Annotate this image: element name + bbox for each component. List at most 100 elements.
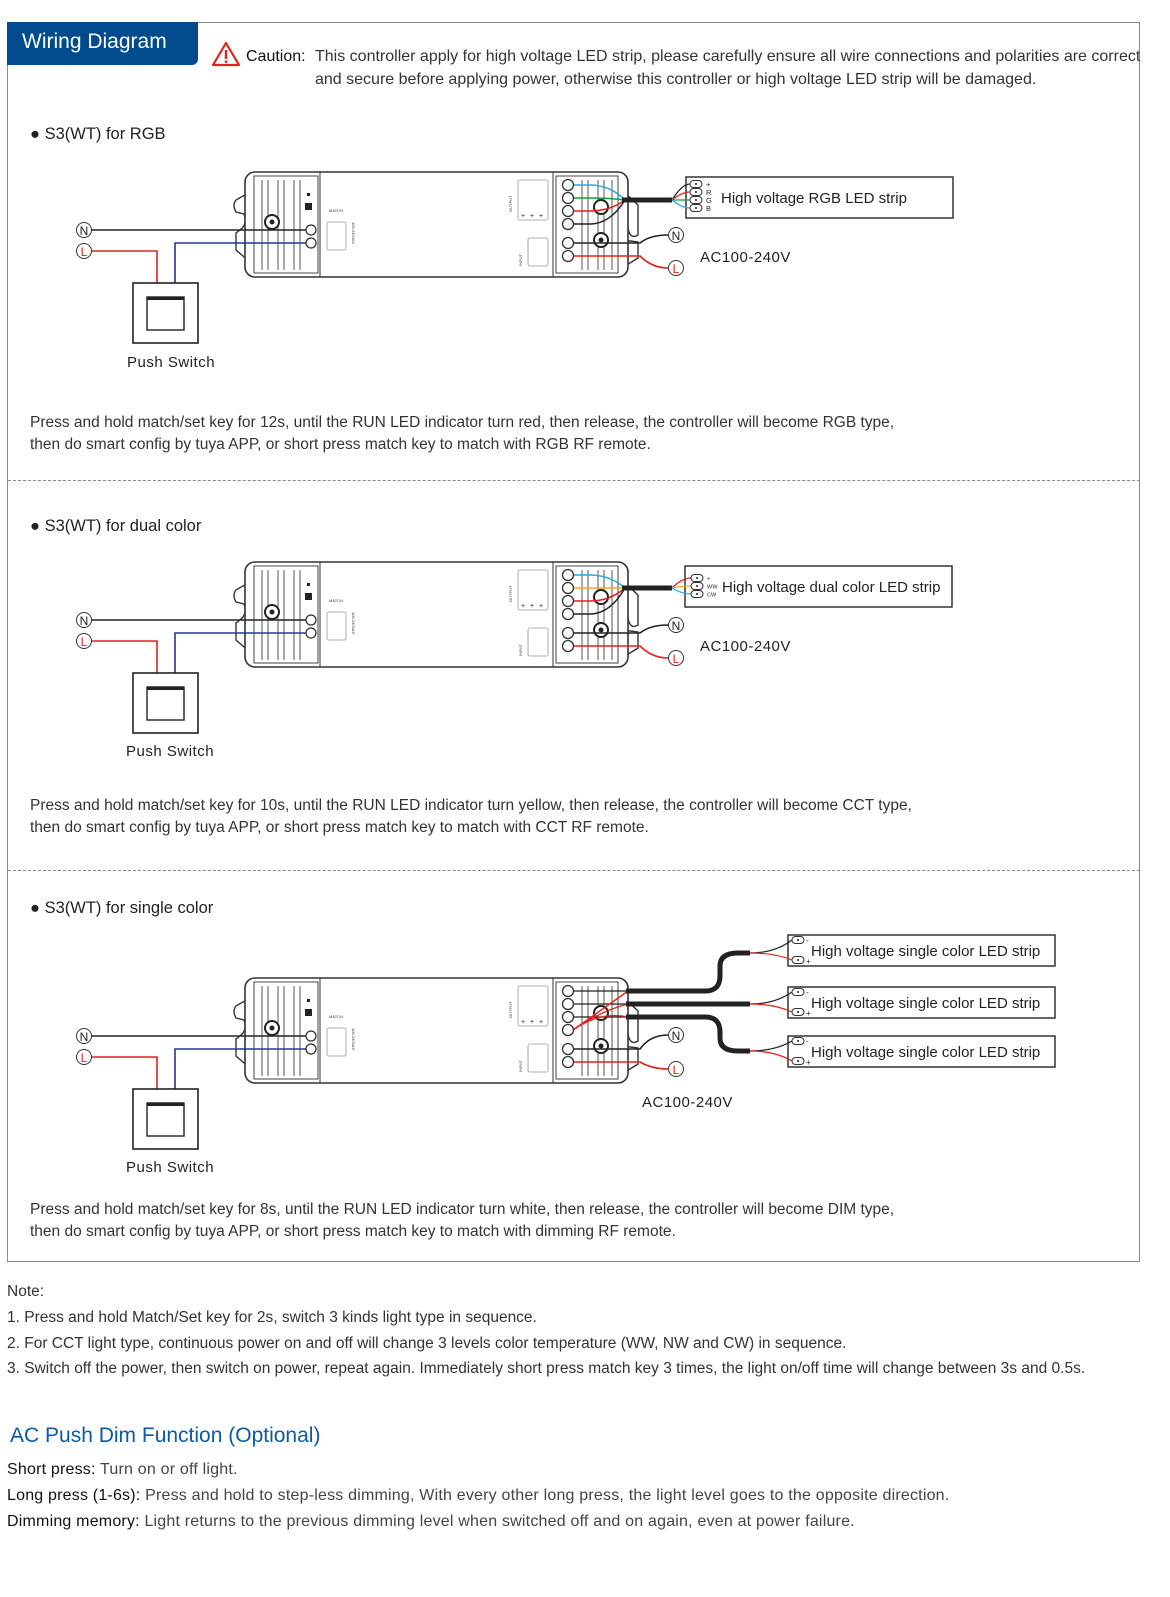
led-strip-box: High voltage dual color LED strip bbox=[684, 565, 953, 608]
section-description: Press and hold match/set key for 8s, unt… bbox=[30, 1199, 894, 1243]
wire bbox=[749, 1050, 793, 1062]
match-label: MATCH bbox=[329, 208, 343, 213]
terminal bbox=[561, 984, 575, 998]
ac-voltage-label: AC100-240V bbox=[642, 1094, 733, 1111]
strip-terminal-label: - bbox=[806, 1037, 809, 1046]
wire bbox=[749, 991, 793, 1005]
strip-terminal bbox=[689, 188, 703, 196]
screw-center bbox=[598, 1043, 604, 1049]
wire bbox=[749, 1003, 793, 1013]
match-button[interactable] bbox=[305, 1009, 312, 1016]
push-switch-icon[interactable] bbox=[132, 1088, 199, 1150]
push-switch-label: Push Switch bbox=[127, 354, 216, 371]
terminal bbox=[561, 191, 575, 205]
function-item-dimming-memory: Dimming memory: Light returns to the pre… bbox=[7, 1513, 855, 1531]
section-title-text: S3(WT) for single color bbox=[44, 899, 214, 917]
terminal bbox=[561, 178, 575, 192]
warning-triangle-icon bbox=[211, 41, 241, 67]
function-text: Press and hold to step-less dimming, Wit… bbox=[140, 1487, 950, 1504]
terminal bbox=[561, 217, 575, 231]
section-title: ● S3(WT) for RGB bbox=[30, 125, 166, 143]
push-switch-icon[interactable] bbox=[132, 282, 199, 344]
strip-terminal-label: CW bbox=[707, 593, 717, 599]
description-line: then do smart config by tuya APP, or sho… bbox=[30, 1223, 676, 1240]
l-label: L bbox=[81, 635, 88, 649]
l-terminal-icon: L bbox=[76, 1049, 92, 1065]
wire bbox=[749, 939, 793, 954]
n-terminal-icon: N bbox=[76, 1028, 92, 1044]
live-wire bbox=[573, 645, 669, 659]
plus-mark: + bbox=[539, 603, 543, 610]
function-text: Turn on or off light. bbox=[95, 1461, 238, 1478]
description-line: Press and hold match/set key for 10s, un… bbox=[30, 797, 912, 814]
screw-center bbox=[269, 1025, 275, 1031]
strip-terminal-label: + bbox=[806, 1009, 811, 1018]
input-label-box bbox=[527, 627, 549, 657]
heatsink-left bbox=[253, 175, 319, 274]
strip-terminal-label: G bbox=[706, 196, 712, 205]
n-label: N bbox=[672, 619, 681, 633]
wire bbox=[671, 199, 691, 209]
strip-terminal bbox=[690, 574, 704, 582]
match-button[interactable] bbox=[305, 593, 312, 600]
section-title-text: S3(WT) for dual color bbox=[44, 517, 202, 535]
input-label: INPUT bbox=[518, 253, 523, 266]
match-button[interactable] bbox=[305, 203, 312, 210]
input-voltage-label: 100-240VAC bbox=[351, 222, 356, 245]
terminal bbox=[561, 594, 575, 608]
wire bbox=[573, 587, 626, 615]
switch-wire bbox=[174, 1048, 306, 1089]
plus-mark: + bbox=[521, 213, 525, 220]
section-description: Press and hold match/set key for 10s, un… bbox=[30, 795, 912, 839]
terminal bbox=[561, 1010, 575, 1024]
terminal bbox=[561, 1023, 575, 1037]
controller-body bbox=[244, 977, 629, 1084]
terminal bbox=[561, 639, 575, 653]
plus-mark: + bbox=[539, 1019, 543, 1026]
l-label: L bbox=[673, 1063, 680, 1077]
n-label: N bbox=[672, 229, 681, 243]
screw-center bbox=[269, 609, 275, 615]
terminal bbox=[561, 626, 575, 640]
run-led bbox=[307, 583, 310, 586]
section-title: ● S3(WT) for single color bbox=[30, 899, 214, 917]
l-label: L bbox=[81, 245, 88, 259]
controller-body bbox=[244, 171, 629, 278]
led-strip-box: High voltage RGB LED strip bbox=[685, 176, 954, 219]
terminal bbox=[561, 236, 575, 250]
note-item: 3. Switch off the power, then switch on … bbox=[7, 1360, 1086, 1377]
strip-terminal-label: - bbox=[806, 988, 809, 997]
wire bbox=[573, 574, 626, 589]
input-label-box bbox=[527, 237, 549, 267]
output-label-box bbox=[517, 569, 549, 611]
output-label-box bbox=[517, 985, 549, 1027]
input-label: INPUT bbox=[518, 643, 523, 656]
terminal bbox=[561, 1042, 575, 1056]
input-label: INPUT bbox=[518, 1059, 523, 1072]
led-strip-label: High voltage dual color LED strip bbox=[722, 579, 940, 596]
push-switch-icon[interactable] bbox=[132, 672, 199, 734]
wire bbox=[573, 199, 626, 225]
screw-center bbox=[598, 237, 604, 243]
neutral-wire bbox=[573, 234, 669, 244]
terminal bbox=[561, 1055, 575, 1069]
ac-voltage-label: AC100-240V bbox=[700, 638, 791, 655]
n-label: N bbox=[80, 614, 89, 628]
heatsink-left bbox=[253, 981, 319, 1080]
wire bbox=[671, 191, 691, 201]
diagram-frame bbox=[7, 22, 1140, 1262]
n-terminal-icon: N bbox=[668, 617, 684, 633]
strip-terminal-label: + bbox=[707, 577, 710, 583]
n-label: N bbox=[80, 224, 89, 238]
terminal bbox=[305, 614, 317, 626]
terminal bbox=[305, 224, 317, 236]
l-terminal-icon: L bbox=[668, 260, 684, 276]
strip-terminal bbox=[689, 204, 703, 212]
led-strip-label: High voltage single color LED strip bbox=[811, 943, 1040, 960]
terminal bbox=[561, 568, 575, 582]
wire bbox=[573, 184, 626, 201]
